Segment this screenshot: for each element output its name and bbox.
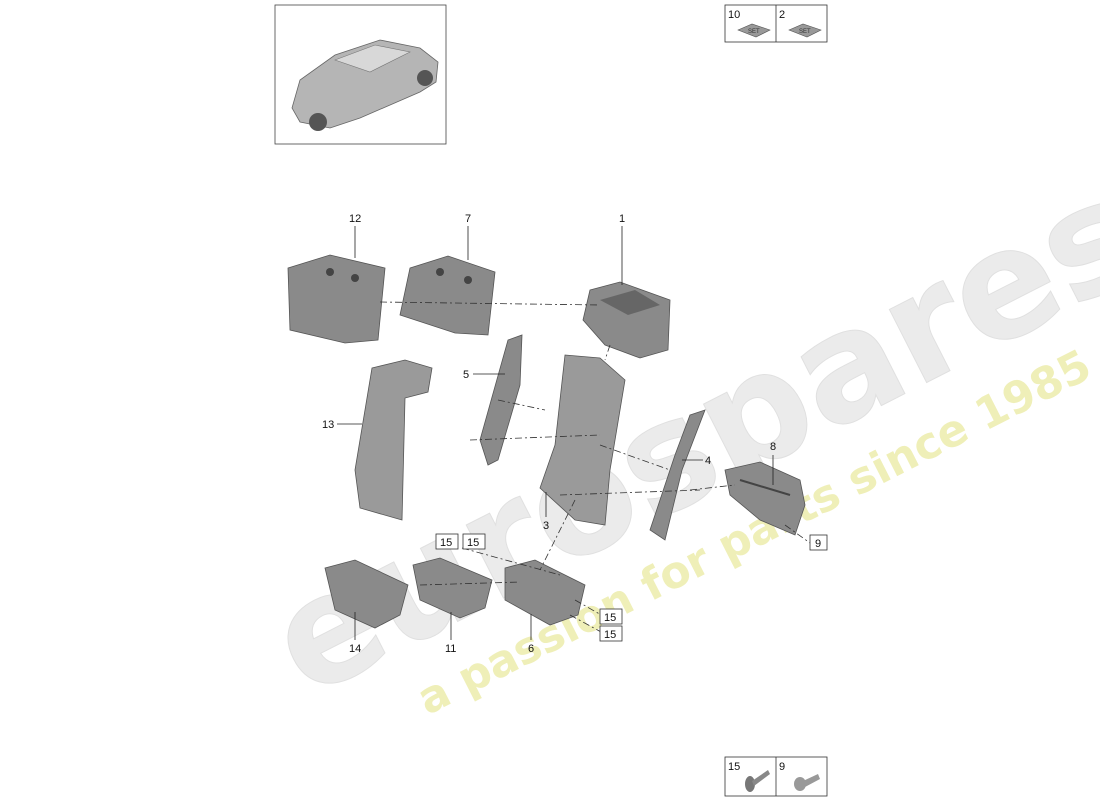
fastener-number-15: 15 — [728, 761, 740, 773]
bolt-icon — [794, 774, 820, 791]
callout-11[interactable]: 11 — [445, 643, 456, 655]
callout-15c[interactable]: 15 — [604, 612, 616, 624]
callout-1[interactable]: 1 — [619, 213, 625, 225]
part-14[interactable] — [324, 559, 409, 629]
part-6[interactable] — [504, 559, 586, 626]
set-count-10: 10 — [728, 9, 740, 21]
fastener-number-9: 9 — [779, 761, 785, 773]
part-13[interactable] — [354, 359, 433, 521]
callout-8[interactable]: 8 — [770, 441, 776, 453]
svg-text:SET: SET — [799, 29, 811, 35]
screw-icon — [745, 770, 770, 792]
callout-14[interactable]: 14 — [349, 643, 361, 655]
leader-lines — [337, 226, 774, 640]
fastener-legend: 15 9 — [724, 756, 828, 797]
part-8[interactable] — [724, 461, 806, 536]
part-12[interactable] — [287, 254, 386, 344]
callout-6[interactable]: 6 — [528, 643, 534, 655]
callout-5[interactable]: 5 — [463, 369, 469, 381]
part-1[interactable] — [582, 281, 671, 359]
svg-text:SET: SET — [748, 29, 760, 35]
part-5[interactable] — [479, 334, 523, 466]
callout-12[interactable]: 12 — [349, 213, 361, 225]
callout-15a[interactable]: 15 — [440, 537, 452, 549]
set-legend: 10 SET 2 SET — [724, 4, 828, 43]
callout-15d[interactable]: 15 — [604, 629, 616, 641]
callout-15b[interactable]: 15 — [467, 537, 479, 549]
callout-3[interactable]: 3 — [543, 520, 549, 532]
set-box-icon: SET — [788, 23, 822, 38]
callout-4[interactable]: 4 — [705, 455, 711, 467]
part-7[interactable] — [399, 255, 496, 336]
callout-13[interactable]: 13 — [322, 419, 334, 431]
assembly-lines — [379, 301, 811, 634]
part-11[interactable] — [412, 557, 493, 619]
part-3[interactable] — [539, 354, 626, 526]
vehicle-thumbnail[interactable] — [274, 4, 447, 145]
callout-7[interactable]: 7 — [465, 213, 471, 225]
callout-9[interactable]: 9 — [815, 538, 821, 550]
set-box-icon: SET — [737, 23, 771, 38]
set-count-2: 2 — [779, 9, 785, 21]
part-4[interactable] — [649, 409, 706, 541]
